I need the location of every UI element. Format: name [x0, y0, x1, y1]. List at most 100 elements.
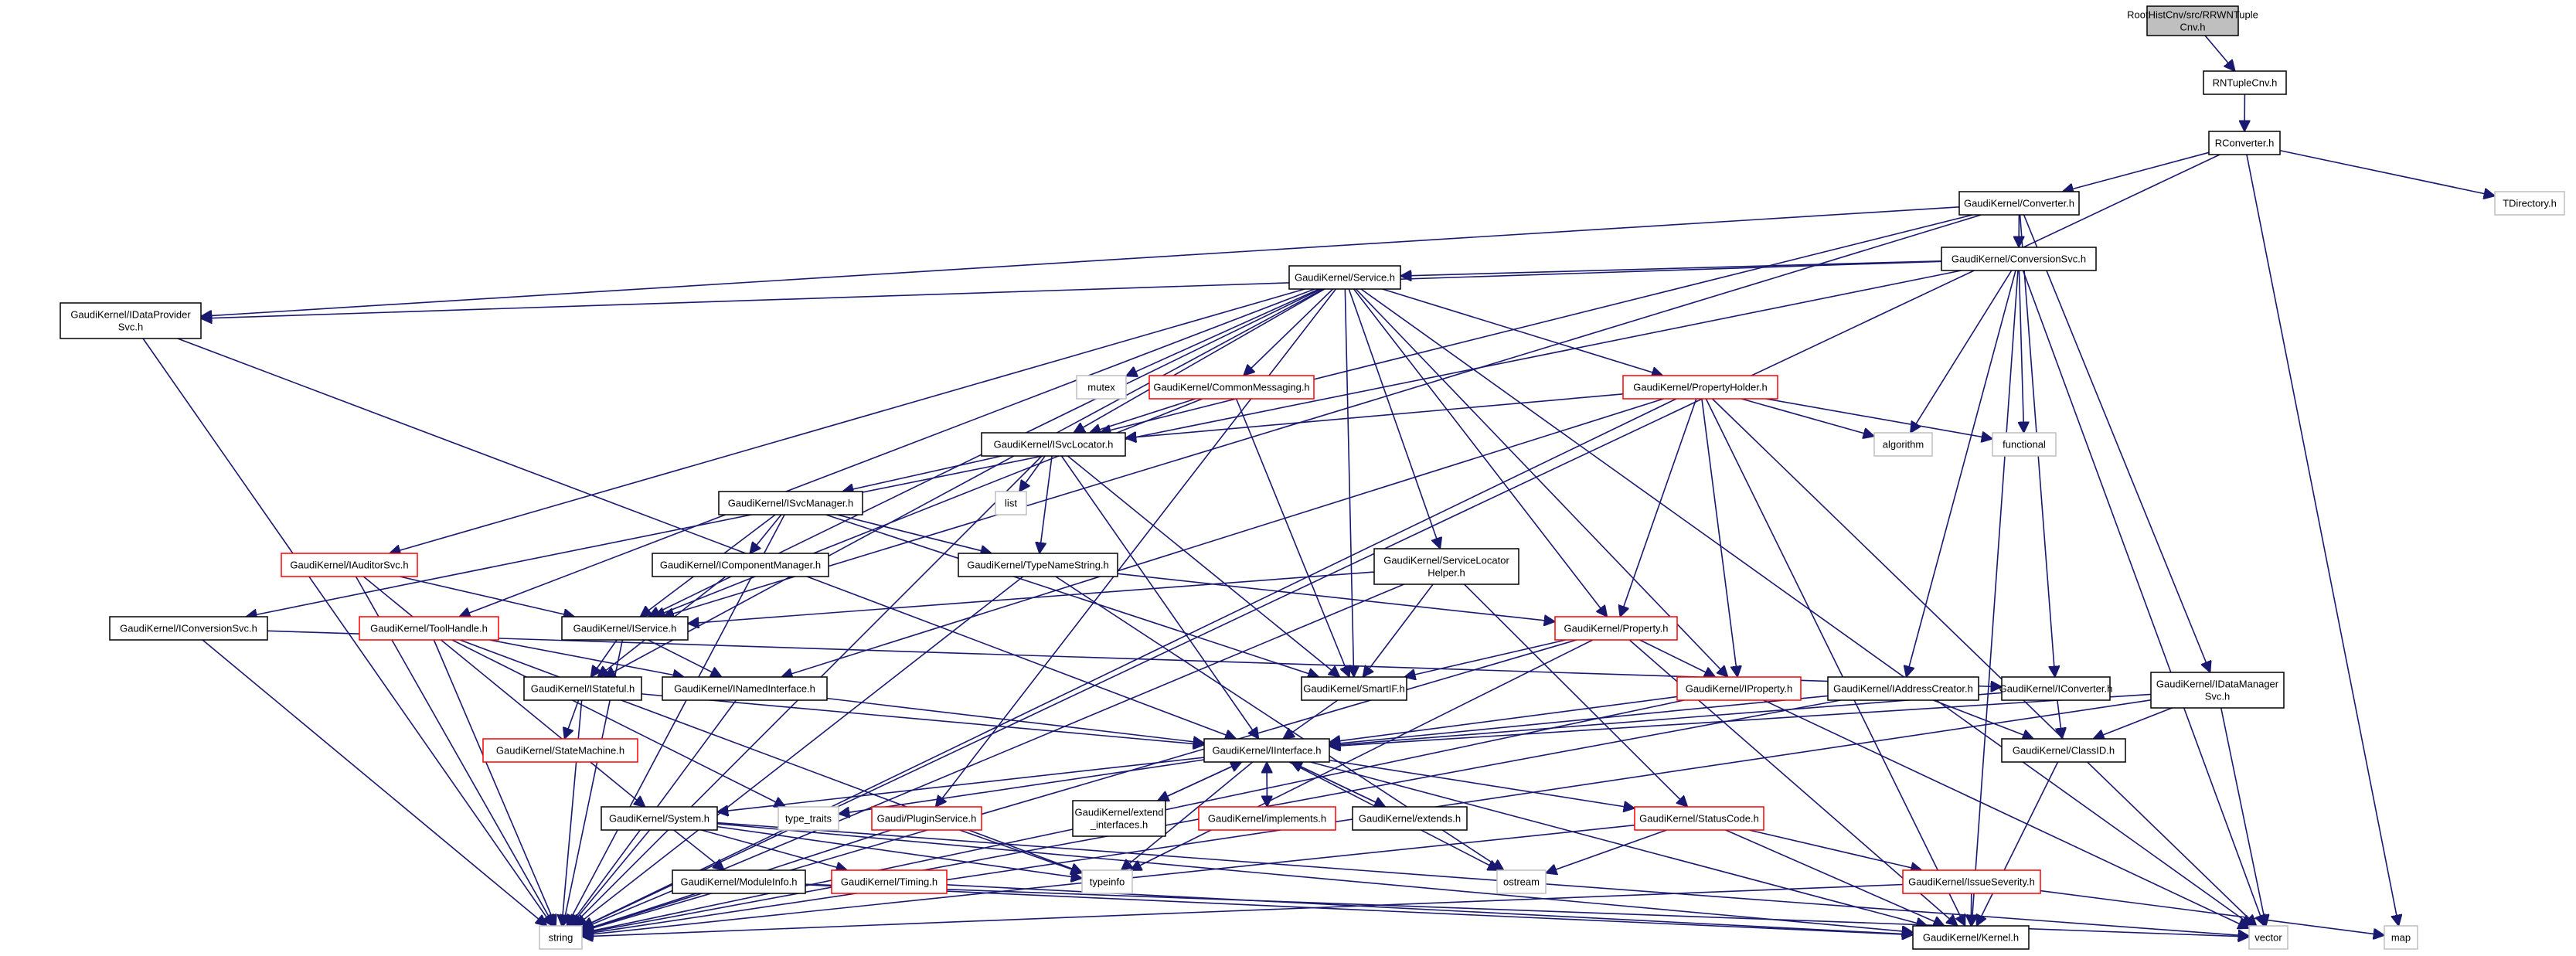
node-label: GaudiKernel/StatusCode.h [1639, 813, 1759, 825]
node-iservice[interactable]: GaudiKernel/IService.h [561, 616, 689, 641]
node-label: GaudiKernel/IConverter.h [1999, 683, 2113, 695]
node-box [523, 676, 642, 701]
node-box [2203, 70, 2287, 95]
node-conversionsvc[interactable]: GaudiKernel/ConversionSvc.h [1941, 247, 2097, 271]
node-box [2146, 5, 2239, 36]
node-box [2248, 925, 2288, 950]
node-label: typeinfo [1090, 876, 1125, 888]
edge-isvclocator-to-iinterface [1060, 455, 1258, 739]
node-label: mutex [1087, 382, 1115, 393]
node-pluginservice[interactable]: Gaudi/PluginService.h [871, 806, 982, 831]
node-iinterface[interactable]: GaudiKernel/IInterface.h [1203, 738, 1330, 763]
node-label: GaudiKernel/ModuleInfo.h [680, 876, 797, 888]
node-box [1148, 375, 1315, 400]
node-box [601, 806, 718, 831]
node-mutex: mutex [1076, 375, 1127, 400]
node-propholder[interactable]: GaudiKernel/PropertyHolder.h [1622, 375, 1778, 400]
node-box [1373, 548, 1519, 585]
node-label: GaudiKernel/Kernel.h [1923, 932, 2019, 944]
node-iconverter[interactable]: GaudiKernel/IConverter.h [1999, 676, 2113, 701]
node-isvclocator[interactable]: GaudiKernel/ISvcLocator.h [981, 432, 1126, 457]
node-label: GaudiKernel/extend [1075, 807, 1164, 818]
node-box [109, 616, 268, 641]
node-box [831, 869, 948, 894]
edge-service-to-isvclocator [1074, 288, 1325, 433]
node-commonmsg[interactable]: GaudiKernel/CommonMessaging.h [1148, 375, 1315, 400]
node-label: Helper.h [1428, 567, 1465, 579]
edge-iauditorsvc-to-iservice [400, 576, 574, 617]
node-iproperty[interactable]: GaudiKernel/IProperty.h [1676, 676, 1802, 701]
node-extendinterfaces[interactable]: GaudiKernel/extend_interfaces.h [1072, 800, 1166, 837]
node-issueseverity[interactable]: GaudiKernel/IssueSeverity.h [1902, 869, 2041, 894]
node-box [995, 491, 1027, 515]
edge-converter-to-idataprovider [201, 206, 1960, 317]
node-statuscode[interactable]: GaudiKernel/StatusCode.h [1634, 806, 1764, 831]
node-system[interactable]: GaudiKernel/System.h [601, 806, 718, 831]
node-smartif[interactable]: GaudiKernel/SmartIF.h [1301, 676, 1407, 701]
node-iconversionsvc[interactable]: GaudiKernel/IConversionSvc.h [109, 616, 268, 641]
node-kernel[interactable]: GaudiKernel/Kernel.h [1912, 925, 2030, 950]
node-icomponentmgr[interactable]: GaudiKernel/IComponentManager.h [652, 553, 829, 577]
edge-conversionsvc-to-functional [2019, 270, 2023, 433]
node-label: GaudiKernel/IConversionSvc.h [120, 623, 257, 634]
node-box [561, 616, 689, 641]
node-extends[interactable]: GaudiKernel/extends.h [1352, 806, 1468, 831]
node-rconverter[interactable]: RConverter.h [2208, 131, 2281, 155]
node-typenamestring[interactable]: GaudiKernel/TypeNameString.h [958, 553, 1118, 577]
node-label: string [549, 932, 573, 944]
edge-system-to-moduleinfo [673, 829, 724, 870]
node-vector: vector [2248, 925, 2288, 950]
node-box [1958, 191, 2080, 216]
edge-idatamanager-to-classid [2093, 707, 2173, 739]
node-rntuple[interactable]: RNTupleCnv.h [2203, 70, 2287, 95]
node-label: GaudiKernel/Timing.h [841, 876, 938, 888]
node-functional: functional [1992, 432, 2057, 457]
node-iauditorsvc[interactable]: GaudiKernel/IAuditorSvc.h [281, 553, 418, 577]
edge-typenamestring-to-string [576, 576, 1024, 926]
node-typeinfo: typeinfo [1081, 869, 1133, 894]
node-isvcmanager[interactable]: GaudiKernel/ISvcManager.h [718, 491, 863, 515]
edge-converter-to-iservice [663, 214, 1982, 617]
edge-rconverter-to-map [2246, 154, 2399, 926]
node-istateful[interactable]: GaudiKernel/IStateful.h [523, 676, 642, 701]
node-inamedinterface[interactable]: GaudiKernel/INamedInterface.h [662, 676, 828, 701]
node-property[interactable]: GaudiKernel/Property.h [1554, 616, 1678, 641]
edge-service-to-iauditorsvc [390, 288, 1305, 553]
node-box [1827, 676, 1979, 701]
node-label: GaudiKernel/Service.h [1295, 272, 1395, 284]
node-box [2208, 131, 2281, 155]
node-label: Svc.h [2205, 691, 2231, 703]
node-box [2494, 191, 2565, 216]
node-implements[interactable]: GaudiKernel/implements.h [1198, 806, 1336, 831]
node-classid[interactable]: GaudiKernel/ClassID.h [2001, 738, 2126, 763]
node-label: GaudiKernel/extends.h [1359, 813, 1461, 825]
node-box [871, 806, 982, 831]
node-statemachine[interactable]: GaudiKernel/StateMachine.h [482, 738, 638, 763]
node-box [1912, 925, 2030, 950]
node-label: Svc.h [118, 322, 144, 333]
edge-propholder-to-vector [1711, 398, 2256, 926]
node-timing[interactable]: GaudiKernel/Timing.h [831, 869, 948, 894]
node-toolhandle[interactable]: GaudiKernel/ToolHandle.h [359, 616, 499, 641]
node-box [1554, 616, 1678, 641]
node-iaddresscreator[interactable]: GaudiKernel/IAddressCreator.h [1827, 676, 1979, 701]
node-converter[interactable]: GaudiKernel/Converter.h [1958, 191, 2080, 216]
edge-system-to-kernel [716, 823, 1913, 932]
node-label: GaudiKernel/SmartIF.h [1303, 683, 1405, 695]
edge-iinterface-to-system [717, 757, 1205, 812]
edge-idatamanager-to-iinterface [1329, 693, 2152, 746]
node-box [60, 302, 202, 339]
node-list: list [995, 491, 1027, 515]
node-service[interactable]: GaudiKernel/Service.h [1288, 265, 1401, 290]
edge-converter-to-isvclocator [1100, 214, 1973, 433]
node-label: GaudiKernel/TypeNameString.h [967, 560, 1109, 571]
edge-conversionsvc-to-vector [2022, 270, 2265, 926]
node-moduleinfo[interactable]: GaudiKernel/ModuleInfo.h [672, 869, 806, 894]
node-box [1076, 375, 1127, 400]
edge-toolhandle-to-typeinfo [459, 639, 1082, 873]
node-box [1634, 806, 1764, 831]
